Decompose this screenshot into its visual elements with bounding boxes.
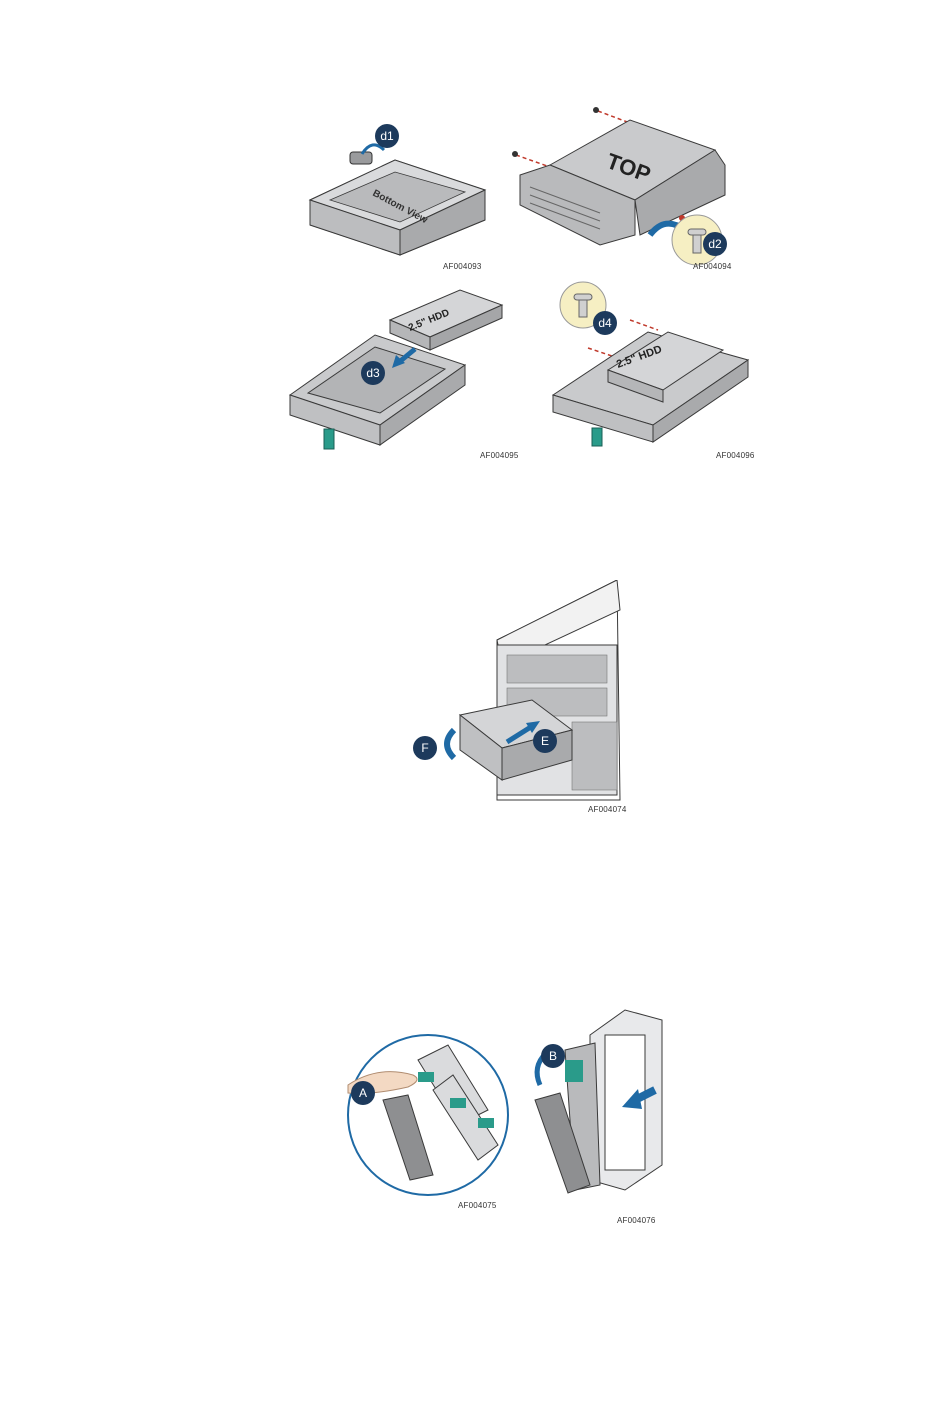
panel-insert-carrier: F E <box>412 580 627 805</box>
panel-insert-hdd: 2.5" HDD d3 <box>280 285 510 455</box>
panel-remove-carrier: B <box>520 1005 665 1200</box>
caption-af004094: AF004094 <box>693 262 732 271</box>
caption-af004093: AF004093 <box>443 262 482 271</box>
panel-carrier-top: TOP d2 <box>510 105 750 265</box>
callout-a-icon: A <box>350 1080 376 1106</box>
callout-f-icon: F <box>412 735 438 761</box>
remove-carrier-illustration <box>520 1005 665 1200</box>
callout-b-label: B <box>549 1049 557 1063</box>
callout-d1-label: d1 <box>380 129 394 143</box>
callout-d2-label: d2 <box>708 237 722 251</box>
callout-d4-label: d4 <box>598 316 612 330</box>
callout-a-label: A <box>359 1086 367 1100</box>
caption-af004075: AF004075 <box>458 1201 497 1210</box>
insert-hdd-illustration: 2.5" HDD <box>280 285 510 455</box>
caption-af004074: AF004074 <box>588 805 627 814</box>
callout-e-label: E <box>541 734 549 748</box>
panel-bottom-view: Bottom View d1 <box>300 120 490 265</box>
callout-d3-label: d3 <box>366 366 380 380</box>
callout-d1-icon: d1 <box>374 123 400 149</box>
caption-af004076: AF004076 <box>617 1216 656 1225</box>
panel-secure-hdd: 2.5" HDD d4 <box>548 280 758 455</box>
callout-b-icon: B <box>540 1043 566 1069</box>
callout-f-label: F <box>421 741 428 755</box>
callout-d2-icon: d2 <box>702 231 728 257</box>
insert-carrier-illustration <box>412 580 627 805</box>
caption-af004095: AF004095 <box>480 451 519 460</box>
caption-af004096: AF004096 <box>716 451 755 460</box>
press-latch-illustration <box>338 1030 513 1200</box>
panel-press-latch: A <box>338 1030 513 1200</box>
callout-d3-icon: d3 <box>360 360 386 386</box>
callout-e-icon: E <box>532 728 558 754</box>
callout-d4-icon: d4 <box>592 310 618 336</box>
